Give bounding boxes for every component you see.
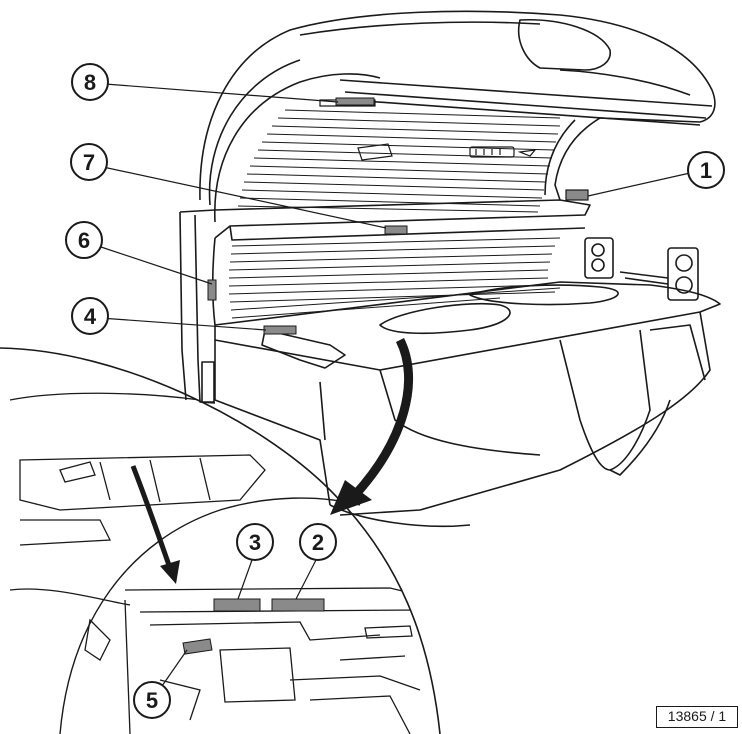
callout-4: 4: [71, 297, 109, 335]
callout-7-label: 7: [83, 150, 95, 175]
zoom-arrows: [130, 337, 414, 584]
callout-6-label: 6: [78, 228, 90, 253]
bed-lamps: [228, 237, 561, 319]
callout-3: 3: [236, 523, 274, 561]
canopy-front-rim: [339, 79, 713, 126]
lens-outline: [0, 347, 441, 734]
callout-8-label: 8: [84, 70, 96, 95]
callout-3-label: 3: [249, 530, 261, 555]
canopy-lamps: [237, 109, 561, 213]
callout-5: 5: [133, 681, 171, 719]
detail-lens: [0, 347, 441, 734]
callout-1: 1: [687, 151, 725, 189]
callouts: 1 2 3 4 5 6 7 8: [65, 63, 725, 719]
callout-8: 8: [71, 63, 109, 101]
canopy-inner-arch: [214, 73, 381, 223]
leader-lines: [97, 83, 691, 687]
callout-4-label: 4: [84, 304, 97, 329]
bed-surface: [214, 281, 721, 371]
callout-5-label: 5: [146, 688, 158, 713]
callout-2: 2: [299, 523, 337, 561]
callout-2-label: 2: [312, 530, 324, 555]
canopy: [199, 10, 716, 223]
figure-reference-code: 13865 / 1: [656, 706, 738, 728]
callout-6: 6: [65, 221, 103, 259]
callout-1-label: 1: [700, 158, 712, 183]
lens-inner-circle: [59, 497, 361, 734]
canopy-outer-shell: [199, 10, 716, 201]
callout-7: 7: [70, 143, 108, 181]
